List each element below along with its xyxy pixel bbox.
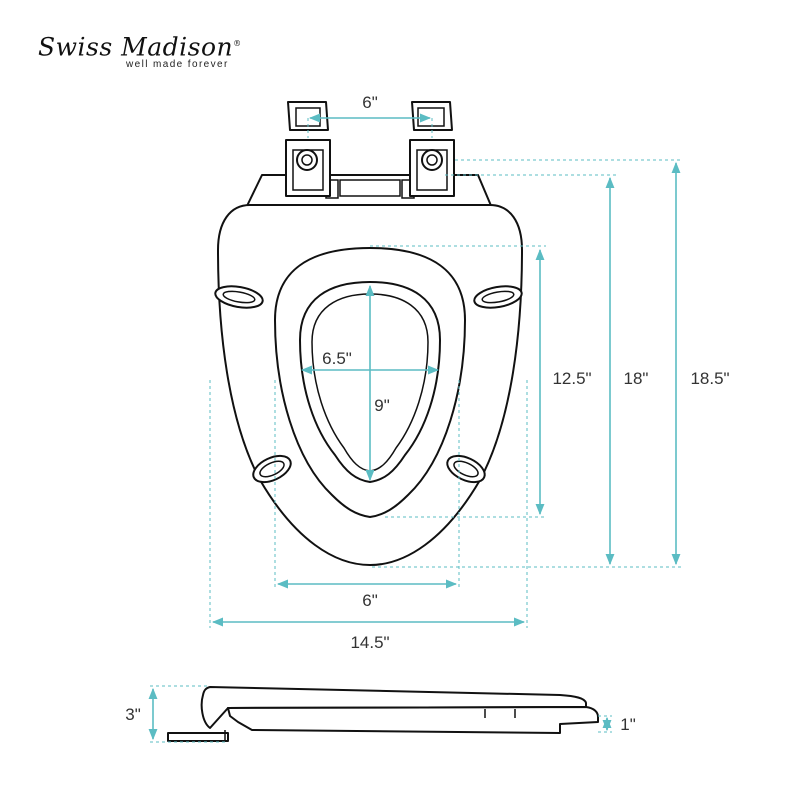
side-height-label: 3": [125, 705, 141, 724]
dimension-lines: [211, 113, 681, 627]
seat-thickness-label: 1": [620, 715, 636, 734]
dimension-labels: 6" 6.5" 9" 12.5" 18" 18.5" 6" 14.5": [322, 93, 729, 652]
side-seat: [227, 706, 599, 734]
opening-width-label: 6": [362, 591, 378, 610]
side-dimensions: 3" 1": [125, 685, 636, 743]
seat-length-label: 18": [624, 369, 649, 388]
seat-top-view: [214, 101, 523, 566]
opening-length-label: 12.5": [552, 369, 591, 388]
registered-mark: ®: [233, 39, 242, 48]
hinge-left: [285, 101, 331, 197]
hinge-right: [409, 101, 455, 197]
seat-side-view: [167, 686, 599, 742]
seat-width-label: 14.5": [350, 633, 389, 652]
bowl-width-label: 6.5": [322, 349, 352, 368]
hinge-spacing-label: 6": [362, 93, 378, 112]
bowl-length-label: 9": [374, 396, 390, 415]
extension-lines: [209, 118, 682, 628]
brand-logo: Swiss Madison® well made forever: [38, 30, 242, 71]
overall-length-label: 18.5": [690, 369, 729, 388]
bumper-bottom-left: [252, 454, 292, 484]
bumper-bottom-right: [446, 454, 486, 484]
brand-name: Swiss Madison: [38, 32, 234, 62]
bumpers: [214, 285, 523, 484]
brand-tagline: well made forever: [126, 59, 229, 71]
hinge-bar: [339, 179, 401, 197]
side-hinge-plate: [167, 732, 229, 742]
